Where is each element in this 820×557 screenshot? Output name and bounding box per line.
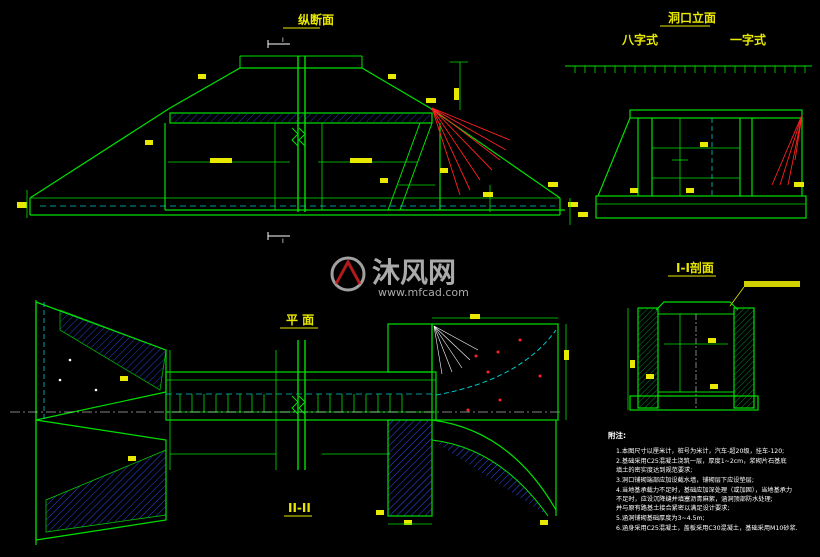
note-item: 6.涵身采用C25混凝土，盖板采用C30混凝土，基础采用M10砂浆.	[616, 524, 798, 532]
note-item: 并与原有路基土接合紧密以满足设计要求;	[616, 504, 729, 512]
section-mark-bottom: I	[282, 238, 284, 245]
note-item: 4.当地基承载力不足时，基础应加深处理（或加固），当地基承力	[616, 486, 792, 494]
portal-cap	[629, 109, 803, 119]
longitudinal-section: 纵断面 I I	[17, 12, 588, 245]
right-apron	[431, 323, 559, 421]
watermark-brand-cn: 沐风网	[372, 256, 456, 289]
section-cut-top: I	[267, 37, 290, 48]
right-headwall-upper	[387, 323, 433, 373]
section-cut-bottom: I	[267, 232, 290, 245]
note-item: 5.涵洞铺砌基础厚度为3~4.5m;	[616, 514, 705, 522]
embankment-slope	[29, 67, 561, 199]
portal-title: 洞口立面	[668, 10, 716, 25]
note-item: 1.本图尺寸以厘米计，桩号为米计，汽车-超20级，挂车-120;	[616, 447, 784, 455]
section-1-1: I-I剖面	[627, 260, 800, 411]
notes: 附注: 1.本图尺寸以厘米计，桩号为米计，汽车-超20级，挂车-120; 2.基…	[608, 430, 798, 532]
watermark-brand-en: www.mfcad.com	[378, 286, 469, 299]
one-shape-label: 一字式	[730, 32, 766, 47]
longitudinal-title: 纵断面	[298, 12, 334, 27]
note-item: 2.基础采用C25混凝土浇筑一层，厚度1~2cm，浆砌片石基底	[616, 457, 787, 465]
section-wall-right	[733, 307, 755, 409]
section-wall-left	[637, 307, 659, 409]
apron-radials	[433, 325, 479, 375]
note-item: 不足时，应设沉降缝并填塞沥青麻絮，涵洞顶部防水处理;	[616, 495, 773, 503]
section-1-title: I-I剖面	[676, 260, 714, 275]
section-2-title: II-II	[288, 501, 311, 515]
apron-markers	[466, 338, 542, 412]
portal-slope-radials	[771, 114, 803, 186]
note-item: 填土的密实度达到规范要求;	[616, 466, 692, 474]
cover-slab	[169, 112, 433, 124]
section-mark-top: I	[282, 37, 284, 44]
notes-heading: 附注:	[608, 430, 626, 440]
watermark-logo-icon	[330, 256, 366, 292]
waterproof-label-tag	[744, 281, 800, 287]
plan-title: 平 面	[286, 313, 314, 327]
slope-radials	[431, 107, 511, 196]
eight-shape-label: 八字式	[621, 32, 658, 47]
section-cap	[655, 301, 739, 311]
right-headwall-lower	[387, 419, 433, 517]
portal-elevation: 洞口立面 八字式 一字式	[565, 10, 812, 219]
portal-foundation	[595, 195, 807, 219]
watermark: 沐风网 www.mfcad.com	[330, 256, 469, 299]
note-item: 3.洞口铺砌端部应加设截水墙，铺砌层下应设垫层;	[616, 476, 754, 484]
culvert-barrel-plan	[165, 371, 437, 421]
plan-view: 平 面	[10, 300, 569, 545]
